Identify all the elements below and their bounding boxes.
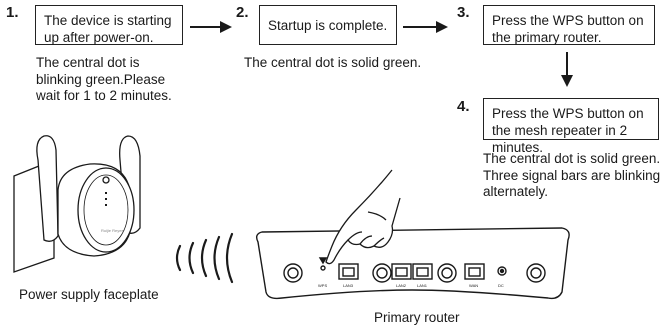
- repeater-front: [77, 167, 135, 253]
- arrow-3-to-4: [561, 52, 573, 87]
- step-2-number: 2.: [236, 4, 249, 21]
- dc-port: [497, 266, 507, 276]
- step-1-number: 1.: [6, 4, 19, 21]
- step-4-box: Press the WPS button on the mesh repeate…: [483, 98, 659, 155]
- lan2-port: [391, 263, 412, 280]
- wan-port-label: WAN: [469, 283, 478, 288]
- power-supply-faceplate-label: Power supply faceplate: [19, 287, 159, 302]
- step-2-box: Startup is complete.: [259, 5, 397, 45]
- router-chassis: [255, 227, 570, 300]
- lan2-port-label: LAN2: [396, 283, 407, 288]
- lan3-port-label: LAN3: [343, 283, 354, 288]
- primary-router-illustration: [255, 227, 570, 300]
- lan1-port-label: LAN1: [417, 283, 428, 288]
- central-dot-icon: [102, 176, 110, 184]
- left-antenna: [36, 135, 59, 242]
- mesh-repeater-illustration: [13, 135, 141, 273]
- lan3-port: [338, 263, 359, 280]
- lan1-port: [412, 263, 433, 280]
- hand-pressing-wps-illustration: [325, 169, 401, 265]
- step-1-box: The device is starting up after power-on…: [35, 5, 183, 45]
- wps-button-icon: [318, 257, 328, 271]
- step-3-number: 3.: [457, 4, 470, 21]
- primary-router-label: Primary router: [374, 310, 460, 325]
- signal-bars-icon: [105, 192, 107, 206]
- step-3-box: Press the WPS button on the primary rout…: [483, 5, 655, 45]
- arrow-1-to-2: [190, 21, 232, 33]
- dc-port-label: DC: [498, 283, 504, 288]
- wps-port-label: WPS: [318, 283, 327, 288]
- step-1-caption: The central dot is blinking green.Please…: [36, 55, 172, 103]
- step-4-number: 4.: [457, 98, 470, 115]
- step-2-caption: The central dot is solid green.: [244, 55, 422, 70]
- step-4-caption: The central dot is solid green. Three si…: [483, 151, 661, 199]
- device-brand-mark: Ruijie Reyee: [101, 228, 124, 233]
- arrow-2-to-3: [403, 21, 448, 33]
- wireless-signal-icon: [175, 232, 234, 284]
- wan-port: [464, 263, 485, 280]
